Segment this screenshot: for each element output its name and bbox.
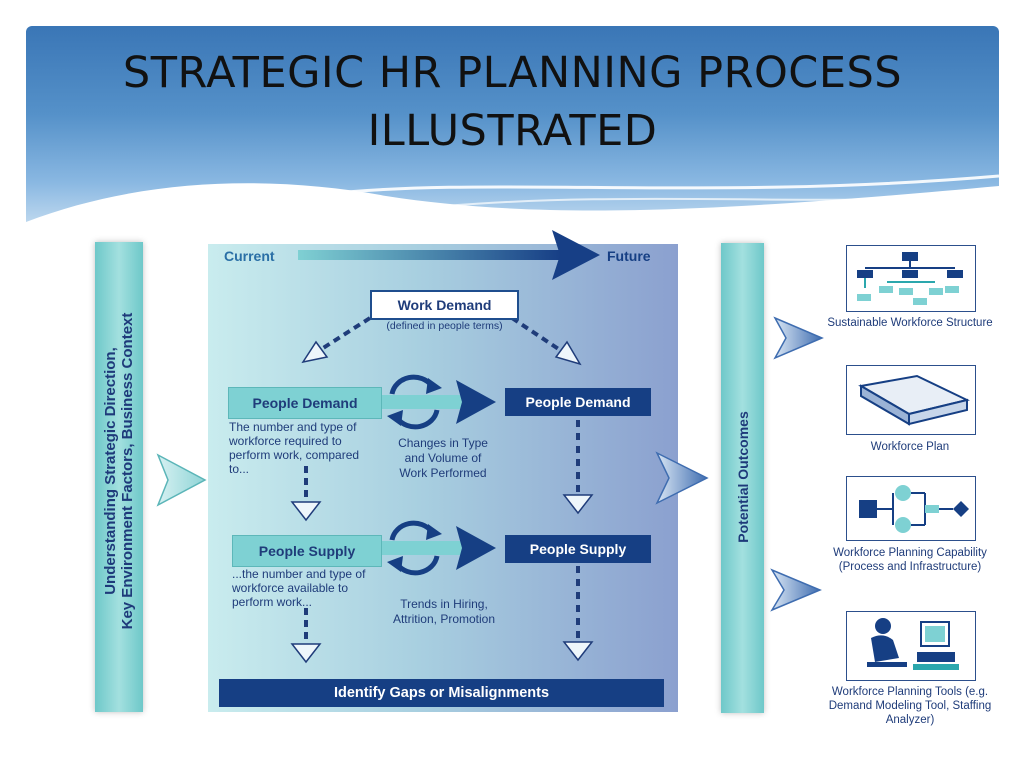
trends-note: Trends in Hiring, Attrition, Promotion [392, 597, 496, 626]
outcome-label-3: Workforce Planning Capability (Process a… [833, 547, 987, 573]
slide-title: STRATEGIC HR PLANNING PROCESS ILLUSTRATE… [26, 44, 999, 160]
identify-gaps-bar: Identify Gaps or Misalignments [219, 679, 664, 707]
supply-arrow [456, 526, 496, 570]
work-demand-label: Work Demand [397, 297, 492, 313]
changes-note: Changes in Type and Volume of Work Perfo… [398, 436, 488, 480]
outcome-arrow-2 [770, 568, 822, 612]
outcome-label-4: Workforce Planning Tools (e.g. Demand Mo… [828, 686, 992, 726]
dashed-arrow-left [318, 316, 372, 352]
timeline-current-label: Current [224, 248, 275, 264]
title-line-1: STRATEGIC HR PLANNING PROCESS [122, 48, 903, 98]
timeline-bar [298, 250, 560, 260]
org-chart-icon [846, 245, 976, 312]
strategic-direction-bar: Understanding Strategic Direction, Key E… [95, 242, 143, 712]
work-demand-note: (defined in people terms) [386, 320, 503, 332]
planning-process-panel [208, 244, 678, 712]
people-supply-future-label: People Supply [529, 541, 627, 557]
person-at-computer-icon [846, 611, 976, 681]
title-banner: STRATEGIC HR PLANNING PROCESS ILLUSTRATE… [26, 26, 999, 222]
demand-arrow [456, 380, 496, 424]
people-supply-current-label: People Supply [258, 543, 356, 559]
binder-icon [846, 365, 976, 435]
outcome-arrow-1 [773, 316, 824, 360]
left-chevron [156, 453, 207, 507]
banner-wave [26, 174, 999, 222]
people-demand-current-label: People Demand [252, 395, 358, 411]
people-demand-future-box: People Demand [505, 388, 651, 416]
people-supply-future-box: People Supply [505, 535, 651, 563]
outcome-label-2: Workforce Plan [870, 441, 950, 453]
potential-outcomes-bar: Potential Outcomes [721, 243, 764, 713]
down-arrow-1 [290, 501, 322, 522]
work-demand-box: Work Demand [370, 290, 519, 320]
people-demand-current-box: People Demand [228, 387, 382, 419]
process-flow-icon [846, 476, 976, 541]
timeline-future-label: Future [607, 248, 651, 264]
dashed-arrow-right [510, 316, 562, 352]
people-supply-description: ...the number and type of workforce avai… [232, 567, 366, 609]
down-arrow-2 [290, 643, 322, 664]
people-demand-description: The number and type of workforce require… [229, 420, 360, 476]
title-line-2: ILLUSTRATED [367, 106, 658, 156]
timeline-arrowhead [552, 230, 600, 280]
outcome-label-1: Sustainable Workforce Structure [827, 317, 993, 329]
down-arrow-3 [562, 494, 594, 515]
people-demand-future-label: People Demand [525, 394, 631, 410]
people-supply-current-box: People Supply [232, 535, 382, 567]
down-arrow-4 [562, 641, 594, 662]
outcome-chevron [655, 451, 709, 505]
